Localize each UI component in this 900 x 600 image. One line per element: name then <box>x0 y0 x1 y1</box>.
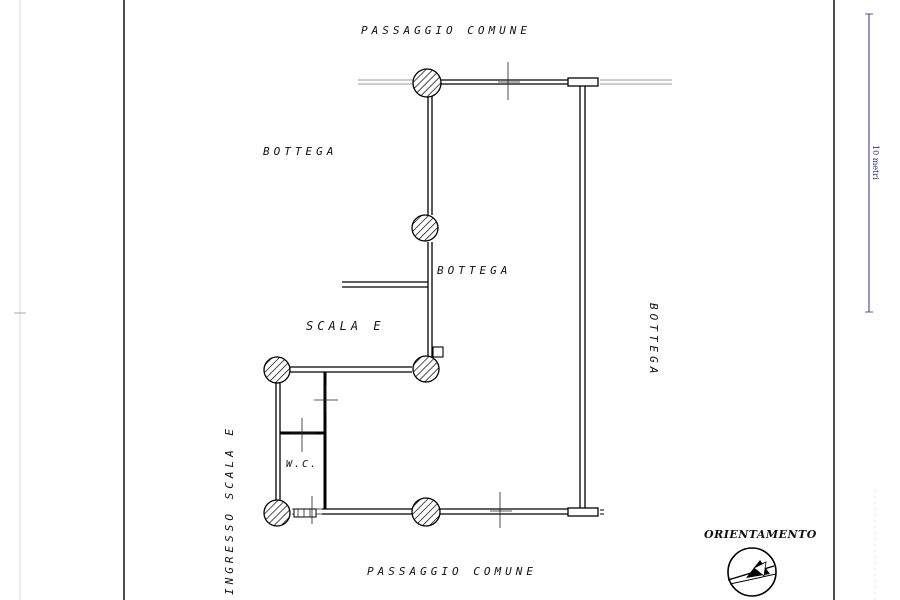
column <box>263 356 291 384</box>
adjacent-walls <box>342 79 672 515</box>
wc-partitions <box>280 372 327 518</box>
label-bottega-center: BOTTEGA <box>437 264 511 277</box>
column <box>263 499 291 527</box>
label-ingresso-scala: INGRESSO SCALA E <box>223 425 236 595</box>
label-passaggio-comune-top: PASSAGGIO COMUNE <box>361 24 531 37</box>
perimeter-walls <box>275 77 599 517</box>
columns <box>263 68 442 527</box>
label-orientamento: ORIENTAMENTO <box>704 528 817 541</box>
label-passaggio-comune-bottom: PASSAGGIO COMUNE <box>367 565 537 578</box>
column <box>411 214 439 242</box>
label-bottega-left: BOTTEGA <box>263 145 337 158</box>
column <box>412 355 440 383</box>
column <box>412 68 442 98</box>
sheet-frame <box>14 0 876 600</box>
scale-bar-label: 10 metri <box>871 145 880 180</box>
crosshair-marks <box>290 62 520 528</box>
label-bottega-right: BOTTEGA <box>647 303 660 377</box>
label-scala: SCALA E <box>306 319 385 333</box>
label-wc: W.C. <box>286 459 318 470</box>
compass-icon <box>727 547 777 597</box>
column <box>411 497 441 527</box>
scale-bar: 10 metri <box>865 13 880 313</box>
